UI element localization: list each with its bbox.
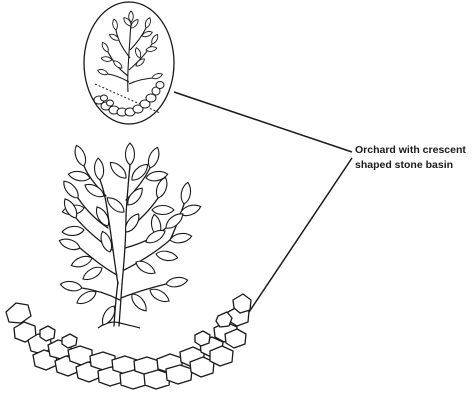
caption-label: Orchard with crescent shaped stone basin <box>355 143 470 173</box>
connector-lines <box>174 92 352 318</box>
caption-line-1: Orchard with crescent <box>355 143 470 158</box>
caption-line-2: shaped stone basin <box>355 158 470 173</box>
shrub-illustration <box>58 143 202 328</box>
crescent-stone-basin <box>6 294 251 389</box>
